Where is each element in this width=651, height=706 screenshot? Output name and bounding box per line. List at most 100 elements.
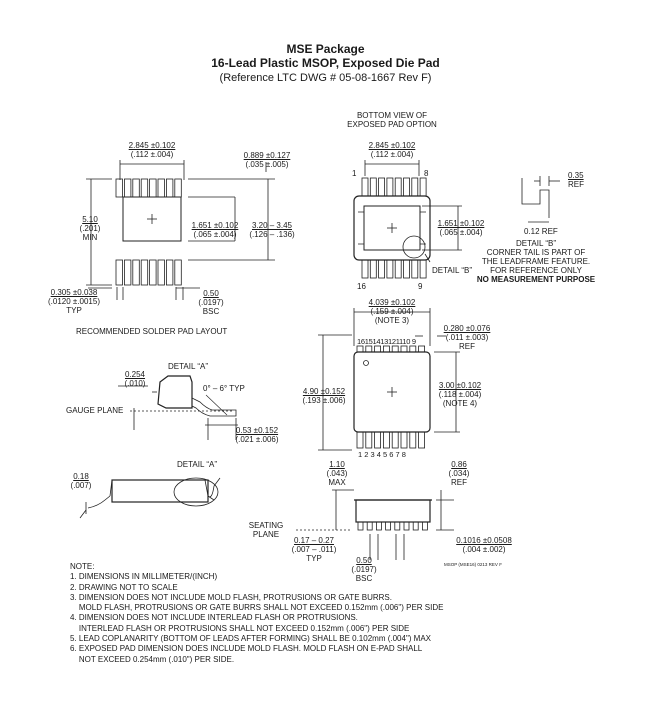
epad-height: 1.651 ±0.102 (.065 ±.004) bbox=[432, 219, 490, 237]
side-lead-thickness-in: (.007) bbox=[70, 481, 92, 490]
bottom-view-lead bbox=[361, 259, 369, 279]
pad-pitch-top-in: (.035 ±.005) bbox=[245, 160, 289, 169]
note-line: 3. DIMENSION DOES NOT INCLUDE MOLD FLASH… bbox=[70, 592, 392, 602]
pad-layout-width-in: (.112 ±.004) bbox=[130, 150, 174, 159]
package-subtitle: 16-Lead Plastic MSOP, Exposed Die Pad bbox=[211, 56, 440, 70]
note-line: 5. LEAD COPLANARITY (BOTTOM OF LEADS AFT… bbox=[70, 634, 431, 644]
side-pitch-in: (.0197) bbox=[351, 565, 377, 574]
pad-layout-caption: RECOMMENDED SOLDER PAD LAYOUT bbox=[76, 327, 228, 336]
pad-layout-width: 2.845 ±0.102 (.112 ±.004) bbox=[112, 141, 192, 159]
pad-pitch-bsc: BSC bbox=[202, 307, 220, 316]
pad-height-mm: 1.651 ±0.102 bbox=[191, 221, 239, 230]
drawing-code: MSOP (MSE16) 0213 REV F bbox=[444, 562, 502, 567]
side-lead-width-mm: 0.17 – 0.27 bbox=[293, 536, 335, 545]
epad-width: 2.845 ±0.102 (.112 ±.004) bbox=[352, 141, 432, 159]
side-height-max: MAX bbox=[328, 478, 346, 487]
detail-a-title: DETAIL “A” bbox=[168, 362, 209, 371]
tv-height-in: (.193 ±.006) bbox=[302, 396, 346, 405]
top-view-lead bbox=[391, 431, 399, 449]
pad-span-mm: 3.20 – 3.45 bbox=[251, 221, 293, 230]
side-standoff-ref-mm: 0.86 bbox=[451, 460, 467, 469]
bottom-view-lead bbox=[369, 177, 377, 197]
pad-pitch-top-mm: 0.889 ±0.127 bbox=[243, 151, 291, 160]
top-view-lead bbox=[382, 431, 390, 449]
pad-height: 1.651 ±0.102 (.065 ±.004) bbox=[186, 221, 244, 239]
detail-a-lead-thickness-mm: 0.254 bbox=[124, 370, 146, 379]
bottom-view-lead bbox=[378, 259, 386, 279]
solder-pad bbox=[140, 178, 149, 198]
top-view-lead bbox=[374, 431, 382, 449]
detail-a-drawing bbox=[118, 375, 238, 440]
bottom-view-lead bbox=[394, 177, 402, 197]
side-detail-a: DETAIL “A” bbox=[177, 460, 218, 469]
pad-pitch-mm: 0.50 bbox=[203, 289, 219, 298]
detail-b-note: DETAIL “B” CORNER TAIL IS PART OF THE LE… bbox=[470, 239, 602, 284]
epad-height-in: (.065 ±.004) bbox=[439, 228, 483, 237]
tv-lead-width-mm: 0.280 ±0.076 bbox=[443, 324, 491, 333]
tv-body-in: (.118 ±.004) bbox=[438, 390, 482, 399]
tv-lead-width: 0.280 ±0.076 (.011 ±.003) REF bbox=[438, 324, 496, 351]
detail-a-foot-in: (.021 ±.006) bbox=[235, 435, 279, 444]
note-line: 6. EXPOSED PAD DIMENSION DOES INCLUDE MO… bbox=[70, 644, 423, 654]
bottom-view-title-1: BOTTOM VIEW OF bbox=[356, 111, 428, 120]
pad-layout-height-in: (.201) bbox=[79, 224, 101, 233]
top-view-lead bbox=[365, 431, 373, 449]
seating-plane-2: PLANE bbox=[252, 530, 280, 539]
pad-pitch: 0.50 (.0197) BSC bbox=[193, 289, 229, 316]
bottom-view-lead bbox=[394, 259, 402, 279]
side-view-lead bbox=[375, 521, 382, 531]
side-lead-thickness: 0.18 (.007) bbox=[66, 472, 96, 490]
side-height-in: (.043) bbox=[326, 469, 348, 478]
detail-a-foot: 0.53 ±0.152 (.021 ±.006) bbox=[230, 426, 284, 444]
side-pitch-bsc: BSC bbox=[355, 574, 373, 583]
tv-pins-bottom: 1 2 3 4 5 6 7 8 bbox=[358, 450, 406, 459]
side-view-lead bbox=[412, 521, 419, 531]
notes-list: 1. DIMENSIONS IN MILLIMETER/(INCH)2. DRA… bbox=[70, 572, 443, 665]
detail-b-drawing bbox=[521, 176, 560, 223]
solder-pad-layout-drawing bbox=[86, 160, 275, 300]
top-view-lead bbox=[409, 431, 417, 449]
tv-width-note: (NOTE 3) bbox=[374, 316, 410, 325]
tv-width: 4.039 ±0.102 (.159 ±.004) (NOTE 3) bbox=[352, 298, 432, 325]
detail-a-angle: 0° – 6° TYP bbox=[203, 384, 245, 393]
top-view-lead bbox=[400, 345, 408, 353]
epad-width-mm: 2.845 ±0.102 bbox=[368, 141, 416, 150]
epad-width-in: (.112 ±.004) bbox=[370, 150, 414, 159]
notes-heading: NOTE: bbox=[70, 562, 95, 571]
solder-pad bbox=[174, 178, 182, 198]
tv-pins-top: 16151413121110 9 bbox=[357, 337, 416, 346]
side-lead-width: 0.17 – 0.27 (.007 – .011) TYP bbox=[284, 536, 344, 563]
side-view-lead bbox=[403, 521, 410, 531]
top-view-lead bbox=[418, 431, 426, 449]
note-line: INTERLEAD FLASH OR PROTRUSIONS SHALL NOT… bbox=[70, 623, 410, 633]
seating-plane-label: SEATING PLANE bbox=[244, 521, 288, 539]
detail-b-dim2: 0.12 REF bbox=[524, 227, 558, 236]
side-view-lead bbox=[385, 521, 392, 531]
pad-width-typ: TYP bbox=[66, 306, 82, 315]
bv-pin-8: 8 bbox=[424, 169, 429, 178]
bottom-view-lead bbox=[419, 259, 427, 279]
tv-body: 3.00 ±0.102 (.118 ±.004) (NOTE 4) bbox=[432, 381, 488, 408]
side-height-mm: 1.10 bbox=[329, 460, 345, 469]
bottom-view-lead bbox=[369, 259, 377, 279]
bottom-view-lead bbox=[411, 259, 419, 279]
top-view-lead bbox=[356, 345, 364, 353]
bottom-view-title-2: EXPOSED PAD OPTION bbox=[347, 120, 437, 129]
bottom-view-lead bbox=[378, 177, 386, 197]
side-standoff-ref-in: (.034) bbox=[448, 469, 470, 478]
pad-width: 0.305 ±0.038 (.0120 ±.0015) TYP bbox=[42, 288, 106, 315]
top-view-lead bbox=[365, 345, 373, 353]
note-line: NOT EXCEED 0.254mm (.010") PER SIDE. bbox=[70, 654, 235, 664]
side-pitch: 0.50 (.0197) BSC bbox=[346, 556, 382, 583]
note-line: MOLD FLASH, PROTRUSIONS OR GATE BURRS SH… bbox=[70, 603, 444, 613]
solder-pad bbox=[149, 259, 157, 286]
note-line: 1. DIMENSIONS IN MILLIMETER/(INCH) bbox=[70, 572, 218, 582]
tv-lead-width-ref: REF bbox=[459, 342, 475, 351]
side-standoff: 0.1016 ±0.0508 (.004 ±.002) bbox=[448, 536, 520, 554]
package-title: MSE Package bbox=[286, 42, 365, 56]
side-view-lead bbox=[357, 521, 364, 531]
side-pitch-mm: 0.50 bbox=[356, 556, 372, 565]
top-view-drawing bbox=[318, 308, 460, 451]
side-view-lead bbox=[366, 521, 373, 531]
